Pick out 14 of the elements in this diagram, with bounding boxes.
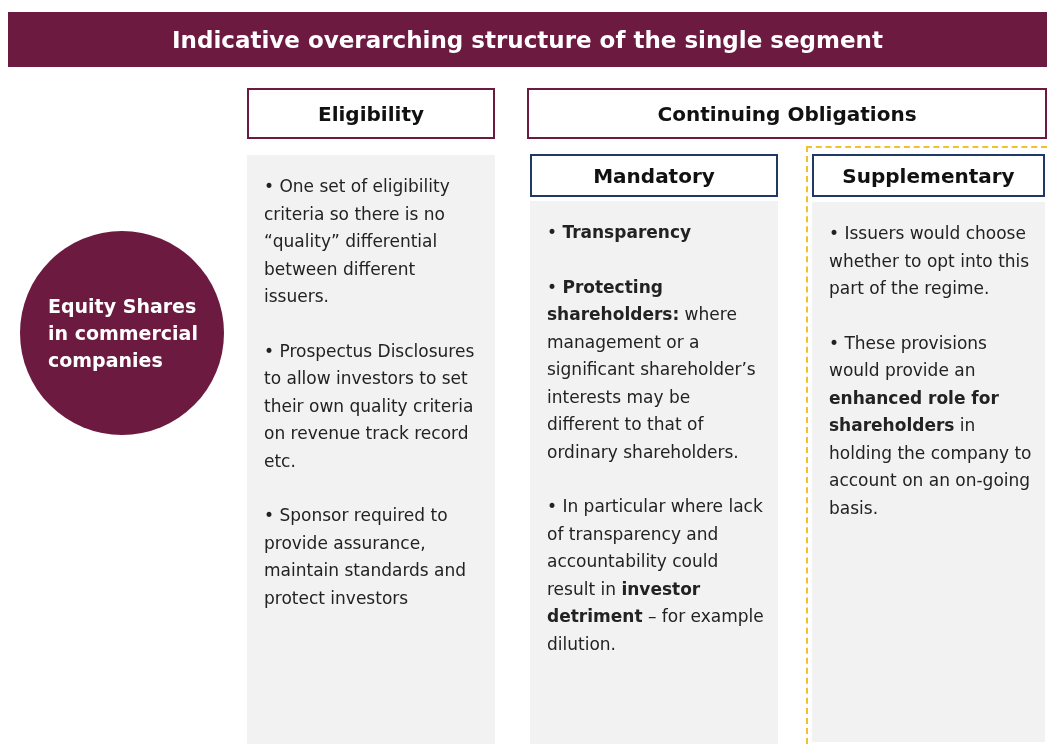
column-header: Supplementary (812, 154, 1045, 197)
column-header: Continuing Obligations (527, 88, 1047, 139)
bullet-text: • Prospectus Disclosures to allow investors to set their own quality criteria on revenue track record etc. (264, 339, 476, 473)
category-circle: Equity Shares in commercial companies (20, 231, 224, 435)
bullet-text: • In particular where lack of transparency and accountability could result in investor detriment – for example dilution. (547, 495, 765, 656)
bullet-text: • One set of eligibility criteria so there is no “quality” differential between different issuers. (264, 175, 451, 308)
bullet-text: • Issuers would choose whether to opt into this part of the regime. (829, 222, 1031, 300)
bullet-text: • Protecting shareholders: where management or a significant shareholder’s interests may be different to that of ordinary shareholders. (547, 275, 757, 464)
bullet-text: • Transparency (547, 221, 693, 244)
column-header: Mandatory (530, 154, 778, 197)
bullet-text: • Sponsor required to provide assurance, maintain standards and protect investors (264, 504, 468, 610)
title-banner: Indicative overarching structure of the single segment (8, 12, 1047, 67)
column-header: Eligibility (247, 88, 495, 139)
bullet-text: • These provisions would provide an enhanced role for shareholders in holding the company to account on an on-going basis. (829, 331, 1033, 520)
